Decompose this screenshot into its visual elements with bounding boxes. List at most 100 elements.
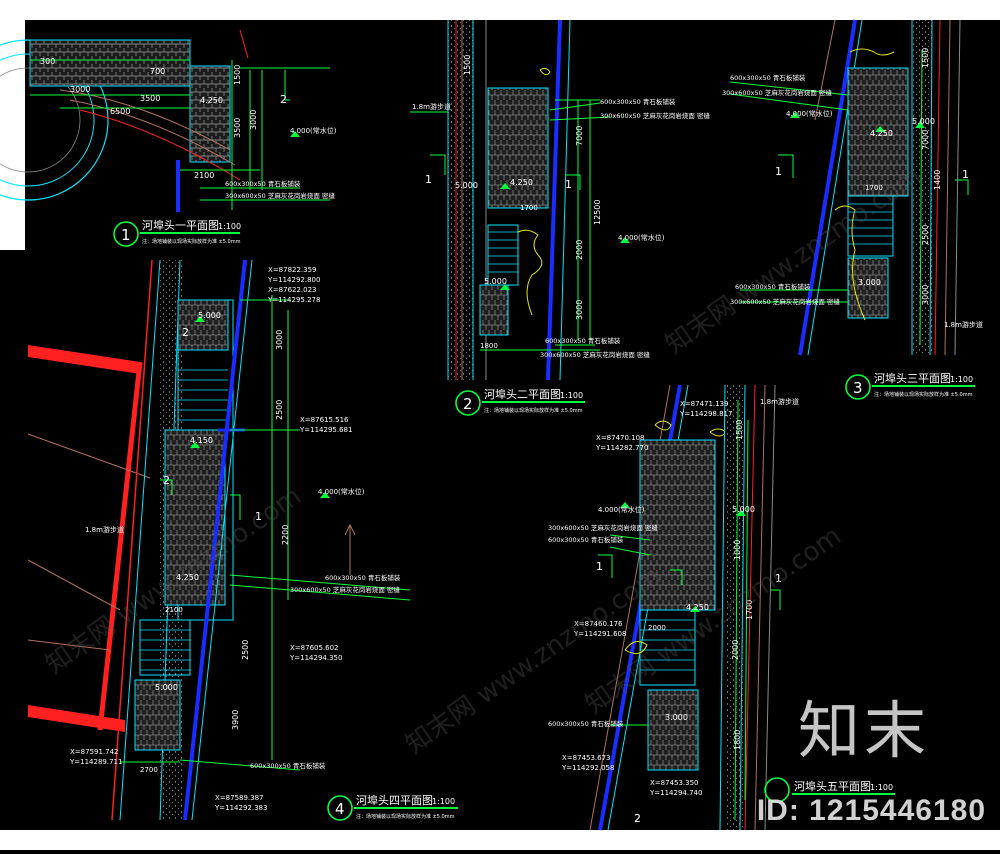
cad-linework [0,39,109,201]
elevation-label: 4.150 [190,436,213,445]
cad-linework [455,390,481,416]
plan-number: 3 [853,379,863,397]
dimension-label: 12500 [593,200,602,225]
cad-linework [624,640,648,655]
cad-linework [164,429,226,606]
dimension-label: 3000 [249,110,258,130]
coordinate-label: Y=114289.711 [69,758,122,766]
cad-linework [654,420,672,431]
plan-number: 1 [121,226,131,244]
cad-linework [0,67,81,173]
cad-linework [179,759,301,771]
cad-linework [500,284,510,290]
material-callout: 300x600x50 芝麻灰花岗岩烧面 密缝 [548,523,658,532]
section-mark: 1 [596,560,603,573]
plan-scale: 1:100 [870,783,893,792]
cad-linework [59,89,231,151]
cad-linework [430,154,446,175]
cad-linework [847,195,894,257]
cad-linework [670,569,683,585]
section-mark: 1 [255,510,262,523]
coordinate-label: X=87622.023 [268,286,317,294]
cad-linework [191,259,253,821]
cad-linework [230,494,241,520]
cad-linework [487,224,519,286]
plan-scale: 1:100 [560,391,583,400]
elevation-label: 4.000(常水位) [786,109,833,118]
cad-linework [320,492,330,498]
elevation-label: 5.000 [455,181,478,190]
dimension-label: 2500 [275,400,284,420]
white-frame-bottom [0,830,1000,850]
cad-linework [744,384,756,831]
plan-number: 2 [463,395,473,413]
section-mark: 1 [775,165,782,178]
material-callout: 1.8m游步道 [944,320,983,329]
coordinate-label: Y=114292.058 [561,764,614,772]
watermark-logo: 知末 [797,694,930,767]
dimension-label: 2000 [731,640,740,660]
dimension-label: 1500 [233,65,242,85]
cad-linework [955,179,969,195]
dimension-label: 3000 [275,330,284,350]
dimension-label: 3000 [575,300,584,320]
cad-linework [327,795,353,821]
cad-linework [647,689,699,771]
coordinate-label: X=87471.139 [680,400,729,408]
dimension-label: 2100 [194,171,214,180]
cad-linework [639,439,716,611]
coordinate-label: Y=114295.278 [267,296,320,304]
cad-linework [764,384,776,831]
elevation-label: 4.000(常水位) [318,487,365,496]
cad-linework [160,479,173,495]
elevation-label: 4.250 [870,129,893,138]
dimension-label: 2500 [241,640,250,660]
watermark-id: ID: 1215446180 [756,794,986,827]
cad-linework [729,93,849,111]
cad-linework [69,99,236,166]
dimension-label: 1500 [735,420,744,440]
cad-linework [119,259,161,821]
dimension-label: 3900 [231,710,240,730]
cad-linework [539,67,551,76]
cad-linework [639,609,696,686]
cad-linework [919,49,923,346]
elevation-label: 4.250 [200,96,223,105]
dimension-label: 2200 [281,525,290,545]
dimension-label: 3000 [921,285,930,305]
plan-1: 1500 3500 3000 2100 4.250 4.000(常水位) 300… [0,29,337,247]
elevation-label: 5.000 [198,311,221,320]
dimension-label: 2000 [648,624,666,632]
cad-linework [97,361,143,731]
cad-linework [709,428,727,437]
cad-linework [27,559,121,611]
dimension-label: 1500 [463,55,472,75]
cad-linework [183,259,247,821]
cad-linework [195,316,205,322]
cad-linework [620,502,630,508]
cad-linework [739,384,746,831]
cad-linework [729,81,849,96]
dimension-label: 7000 [575,126,584,146]
plan-title: 河埠头四平面图 [356,793,433,807]
plan-note: 注：场地铺装以现场实际放样为准 ±5.0mm [874,391,973,398]
cad-linework [565,174,581,190]
cad-linework [27,433,151,479]
cad-linework [448,20,473,380]
dimension-label: 2100 [165,606,183,614]
cad-linework [734,399,739,821]
cad-linework [290,131,300,137]
cad-linework [725,385,745,830]
cad-linework [912,20,932,355]
dimension-label: 1800 [480,342,498,350]
material-callout: 300x600x50 芝麻灰花岗岩烧面 密缝 [722,88,832,97]
coordinate-label: X=87460.176 [574,620,623,628]
elevation-label: 3.000 [665,713,688,722]
plan-scale: 1:100 [950,375,973,384]
cad-linework [814,19,836,121]
section-mark: 2 [634,812,641,825]
cad-linework [500,183,510,189]
material-callout: 600x300x50 青石板铺装 [545,336,621,345]
material-callout: 1.8m游步道 [760,397,799,406]
